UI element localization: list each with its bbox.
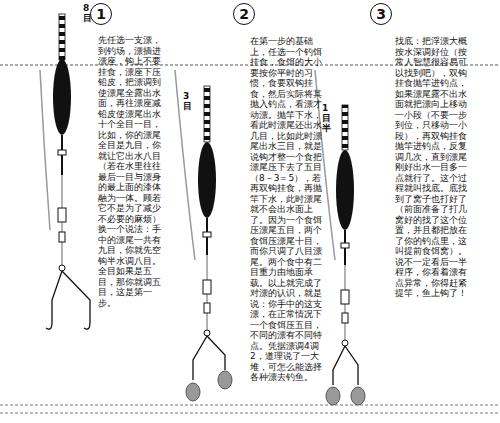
float-3 — [315, 70, 365, 405]
step-number: 1 — [96, 7, 106, 21]
step-number: 3 — [376, 7, 386, 21]
step-number-circle: 2 — [233, 3, 255, 25]
step-number-circle: 3 — [370, 3, 392, 25]
step-text: 找底：把浮漂大概按水深调好位（按常人智慧很容易可以找到吧），双钩挂食抛竿进钓点，… — [395, 36, 469, 299]
mark-label: 1目半 — [322, 104, 331, 134]
step-number: 2 — [239, 7, 249, 21]
float-1 — [40, 14, 90, 329]
step-text: 在第一步的基础上，任选一个钓饵挂食，食饵的大小要按你平时的习惯，食要双钩挂食，然… — [250, 36, 324, 383]
float-2 — [175, 70, 232, 401]
step-number-circle: 1 — [90, 3, 112, 25]
step-text: 先任选一支漂，到钓场，漂插进漂座，钩上不要挂食，漂座下压铅皮，把漂调到使漂尾全露… — [98, 35, 166, 308]
mark-label: 8目 — [83, 4, 92, 24]
mark-label: 3目 — [183, 92, 192, 112]
